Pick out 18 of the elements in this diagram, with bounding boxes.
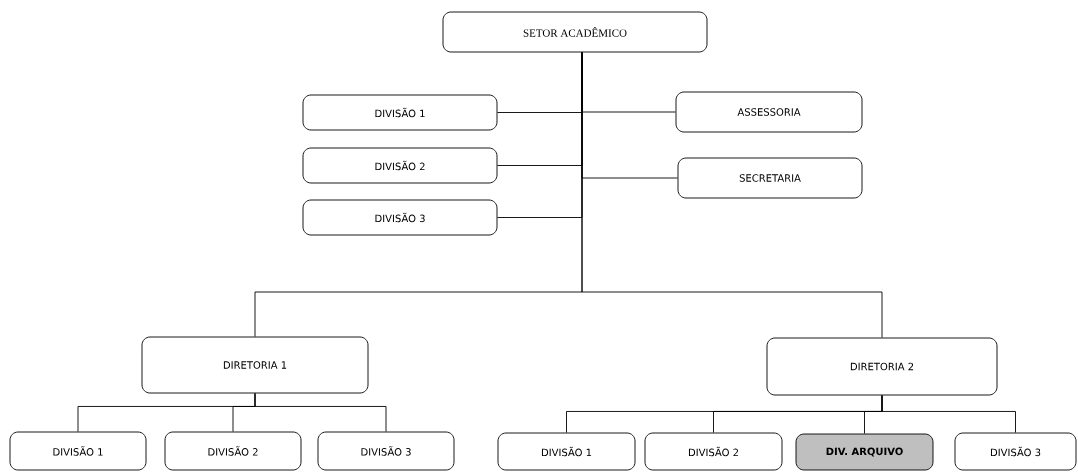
rounded-box: DIVISÃO 3 [954, 432, 1077, 471]
rounded-box: DIVISÃO 2 [164, 431, 302, 471]
rounded-box: DIVISÃO 1 [302, 94, 498, 131]
rounded-box: DIRETORIA 2 [766, 337, 998, 396]
connector-line [254, 393, 387, 432]
highlighted-box: DIV. ARQUIVO [795, 433, 934, 471]
rounded-box: DIVISÃO 3 [317, 431, 455, 471]
connector-line [581, 52, 883, 338]
rounded-box: DIVISÃO 2 [302, 147, 498, 184]
rounded-box: DIVISÃO 3 [302, 199, 498, 236]
rounded-box: DIRETORIA 1 [141, 336, 369, 394]
connector-line [881, 395, 1016, 433]
rounded-box: SETOR ACADÊMICO [442, 11, 708, 53]
rounded-box: DIVISÃO 2 [644, 432, 783, 471]
rounded-box: DIVISÃO 1 [9, 431, 147, 471]
rounded-box: ASSESSORIA [675, 91, 863, 133]
rounded-box: SECRETARIA [677, 157, 863, 199]
rounded-box: DIVISÃO 1 [497, 432, 636, 471]
